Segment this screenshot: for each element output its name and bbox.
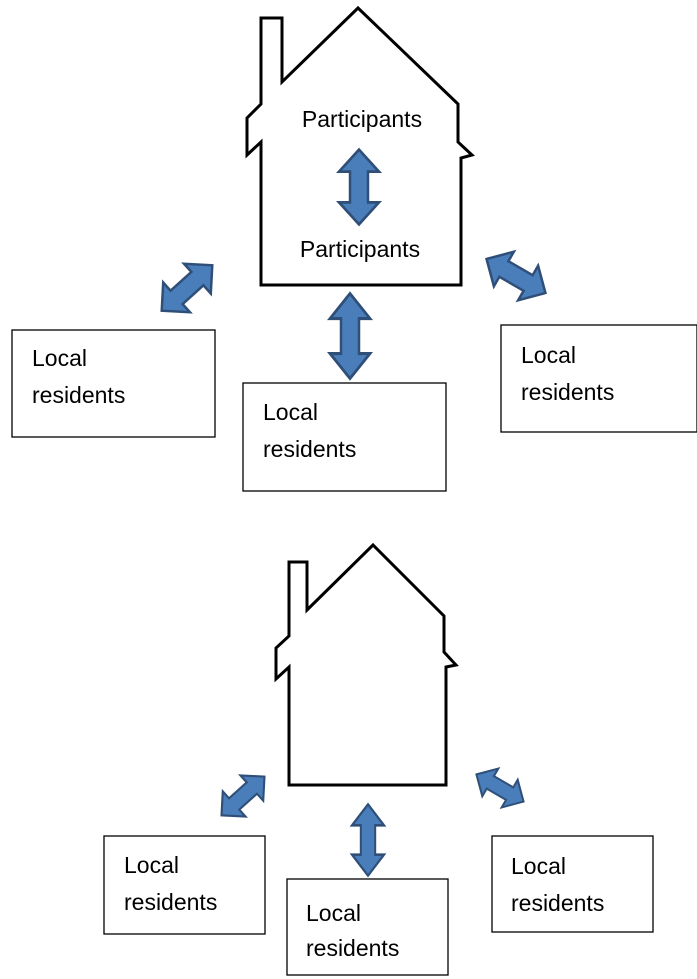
top-diagram: Participants Participants Local resident…	[11, 5, 697, 492]
bottom-box-center: Local residents	[286, 878, 449, 976]
top-participants-upper: Participants	[302, 106, 422, 132]
top-box-left-line1: Local	[32, 345, 87, 371]
bottom-box-right: Local residents	[491, 835, 654, 933]
top-box-right: Local residents	[500, 324, 697, 433]
left-double-arrow-icon	[147, 249, 227, 327]
right-double-arrow-icon	[475, 240, 557, 312]
bottom-box-center-line1: Local	[306, 900, 361, 926]
bottom-box-left-line2: residents	[124, 889, 217, 915]
bottom-box-left-line1: Local	[124, 852, 179, 878]
bottom-house-icon	[274, 542, 459, 787]
top-box-left-line2: residents	[32, 382, 125, 408]
bottom-box-left: Local residents	[103, 835, 266, 935]
bottom-center-double-arrow-icon	[350, 802, 386, 878]
top-box-right-line1: Local	[521, 342, 576, 368]
top-box-right-line2: residents	[521, 379, 614, 405]
bottom-box-right-line2: residents	[511, 890, 604, 916]
bottom-left-double-arrow-icon	[209, 762, 277, 830]
bottom-box-center-line2: residents	[306, 935, 399, 961]
top-participants-lower: Participants	[300, 236, 420, 262]
top-box-left: Local residents	[11, 329, 216, 438]
bottom-diagram: Local residents Local residents Local re…	[103, 542, 654, 976]
top-house-icon	[245, 5, 475, 287]
top-box-center-line1: Local	[263, 399, 318, 425]
bottom-box-right-line1: Local	[511, 853, 566, 879]
bottom-right-double-arrow-icon	[467, 759, 533, 817]
top-box-center: Local residents	[242, 382, 447, 492]
center-double-arrow-icon	[328, 291, 372, 381]
top-box-center-line2: residents	[263, 436, 356, 462]
